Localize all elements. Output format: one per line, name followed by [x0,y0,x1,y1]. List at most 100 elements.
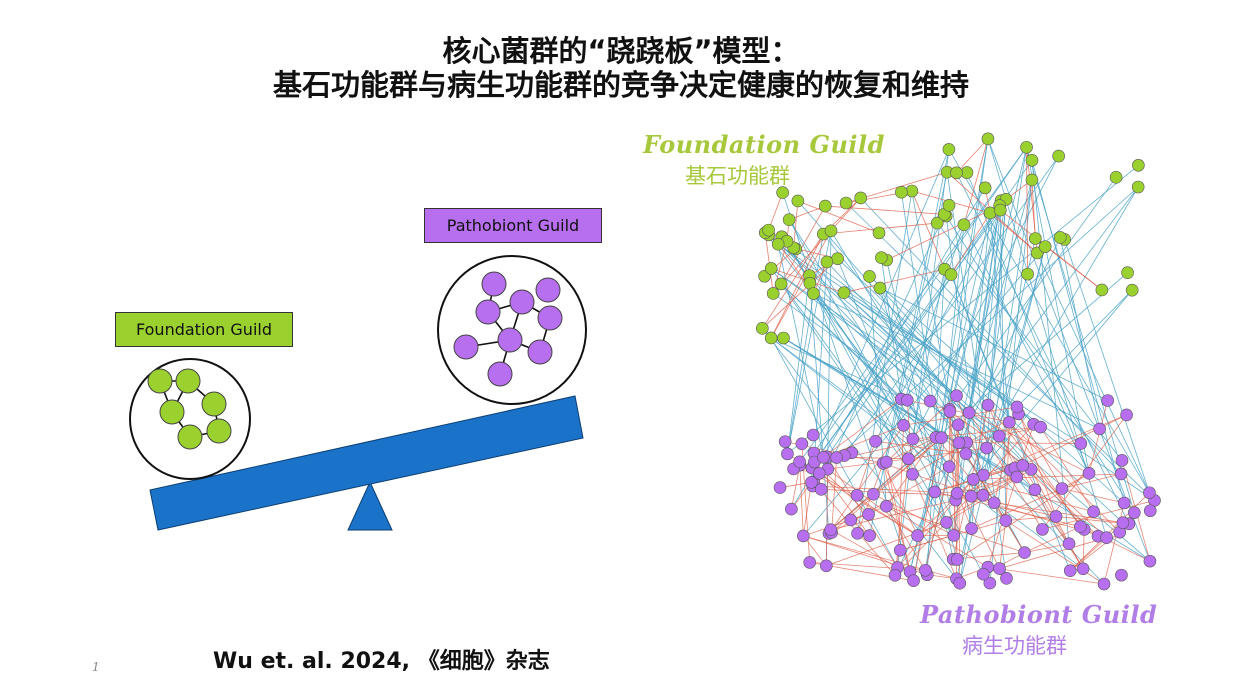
pathobiont-node [820,559,833,573]
pathobiont-edge [968,412,1090,474]
foundation-edge [772,197,861,294]
foundation-cluster-nodes [147,368,232,450]
pathobiont-node [919,563,932,577]
pathobiont-node [902,452,915,466]
cross-guild-edge [814,205,1000,463]
pathobiont-node [814,483,828,496]
pathobiont-cluster-node [453,334,479,360]
cross-guild-edge [946,172,1007,579]
cross-guild-edge [783,337,942,439]
foundation-edge [956,138,989,174]
pathobiont-node [940,516,953,529]
pathobiont-node [906,432,920,446]
pathobiont-node [880,455,893,469]
foundation-node [957,218,971,232]
cross-guild-edge [787,164,1139,455]
pathobiont-edge [1082,529,1085,569]
pathobiont-node [805,476,818,489]
foundation-node [762,223,775,237]
pathobiont-edge [999,537,1107,569]
pathobiont-node [1116,516,1130,529]
cross-guild-edge [770,337,1007,521]
cross-guild-edge [886,259,954,560]
cross-guild-edge [1016,289,1133,408]
pathobiont-cluster-node [475,299,501,325]
pathobiont-node [824,523,838,536]
pathobiont-cluster-node [487,361,513,387]
foundation-edge [989,212,1038,254]
foundation-node [818,199,832,213]
seesaw-beam [149,395,584,531]
foundation-node [981,132,995,146]
network-pathobiont-label-zh: 病生功能群 [962,634,1067,658]
pathobiont-edge [1024,543,1070,553]
pathobiont-edge [987,424,1035,568]
cross-guild-edge [949,177,1117,410]
foundation-edge [780,205,826,285]
cross-guild-edge [879,287,989,406]
foundation-node [764,262,778,275]
pathobiont-edge [1030,469,1070,544]
network-foundation-label-zh: 基石功能群 [685,164,790,188]
cross-guild-edge [799,147,1027,463]
pathobiont-node [950,389,963,403]
foundation-node [1109,171,1123,184]
cross-guild-edge [958,179,1033,443]
pathobiont-node [893,543,907,557]
pathobiont-edge [917,476,1018,536]
seesaw-illustration [129,255,587,531]
pathobiont-node [863,529,876,542]
foundation-edge [762,233,824,329]
foundation-cluster-node [159,399,185,425]
pathobiont-node [773,481,787,494]
foundation-cluster-node [206,418,232,444]
pathobiont-node [951,418,965,432]
foundation-node [807,287,820,300]
pathobiont-node [993,562,1006,575]
pathobiont-cluster-node [537,305,563,331]
cross-guild-edge [768,234,1105,585]
foundation-edge [793,200,799,248]
foundation-node [1125,283,1139,297]
cross-guild-edge [911,190,972,529]
foundation-guild-label: Foundation Guild [115,312,293,347]
cross-guild-edge [987,138,1151,562]
pathobiont-node [911,529,924,542]
pathobiont-node [880,499,893,513]
pathobiont-node [830,451,843,464]
pathobiont-edge [956,395,984,476]
pathobiont-node [806,428,820,442]
foundation-node [777,331,790,345]
pathobiont-node [1143,486,1156,500]
foundation-node [1025,173,1039,187]
foundation-edge [950,212,991,275]
cross-guild-edge [973,289,1133,480]
network-pathobiont-label-en: Pathobiont Guild [920,600,1158,629]
pathobiont-edge [826,522,947,567]
pathobiont-node [1003,415,1016,429]
foundation-node [837,286,851,299]
foundation-node [873,281,887,295]
pathobiont-node [928,485,942,499]
pathobiont-node [1087,505,1100,519]
foundation-edge [963,138,989,225]
pathobiont-edge [903,406,1018,426]
foundation-edge [843,268,945,294]
foundation-node [854,191,867,205]
pathobiont-edge [999,520,1007,569]
pathobiont-node [983,576,997,590]
pathobiont-edge [1005,516,1057,521]
foundation-node [994,203,1007,217]
pathobiont-node [785,502,798,516]
pathobiont-edge [953,552,1025,560]
cross-guild-edge [989,212,1010,423]
cross-guild-edge [869,276,1125,504]
pathobiont-node [947,529,961,542]
pathobiont-guild-label: Pathobiont Guild [424,208,602,243]
cross-guild-edge [936,222,1123,461]
pathobiont-node [1063,564,1077,577]
foundation-node [776,186,789,199]
cross-guild-edge [948,149,1150,493]
pathobiont-node [888,568,902,582]
pathobiont-edge [917,479,974,536]
